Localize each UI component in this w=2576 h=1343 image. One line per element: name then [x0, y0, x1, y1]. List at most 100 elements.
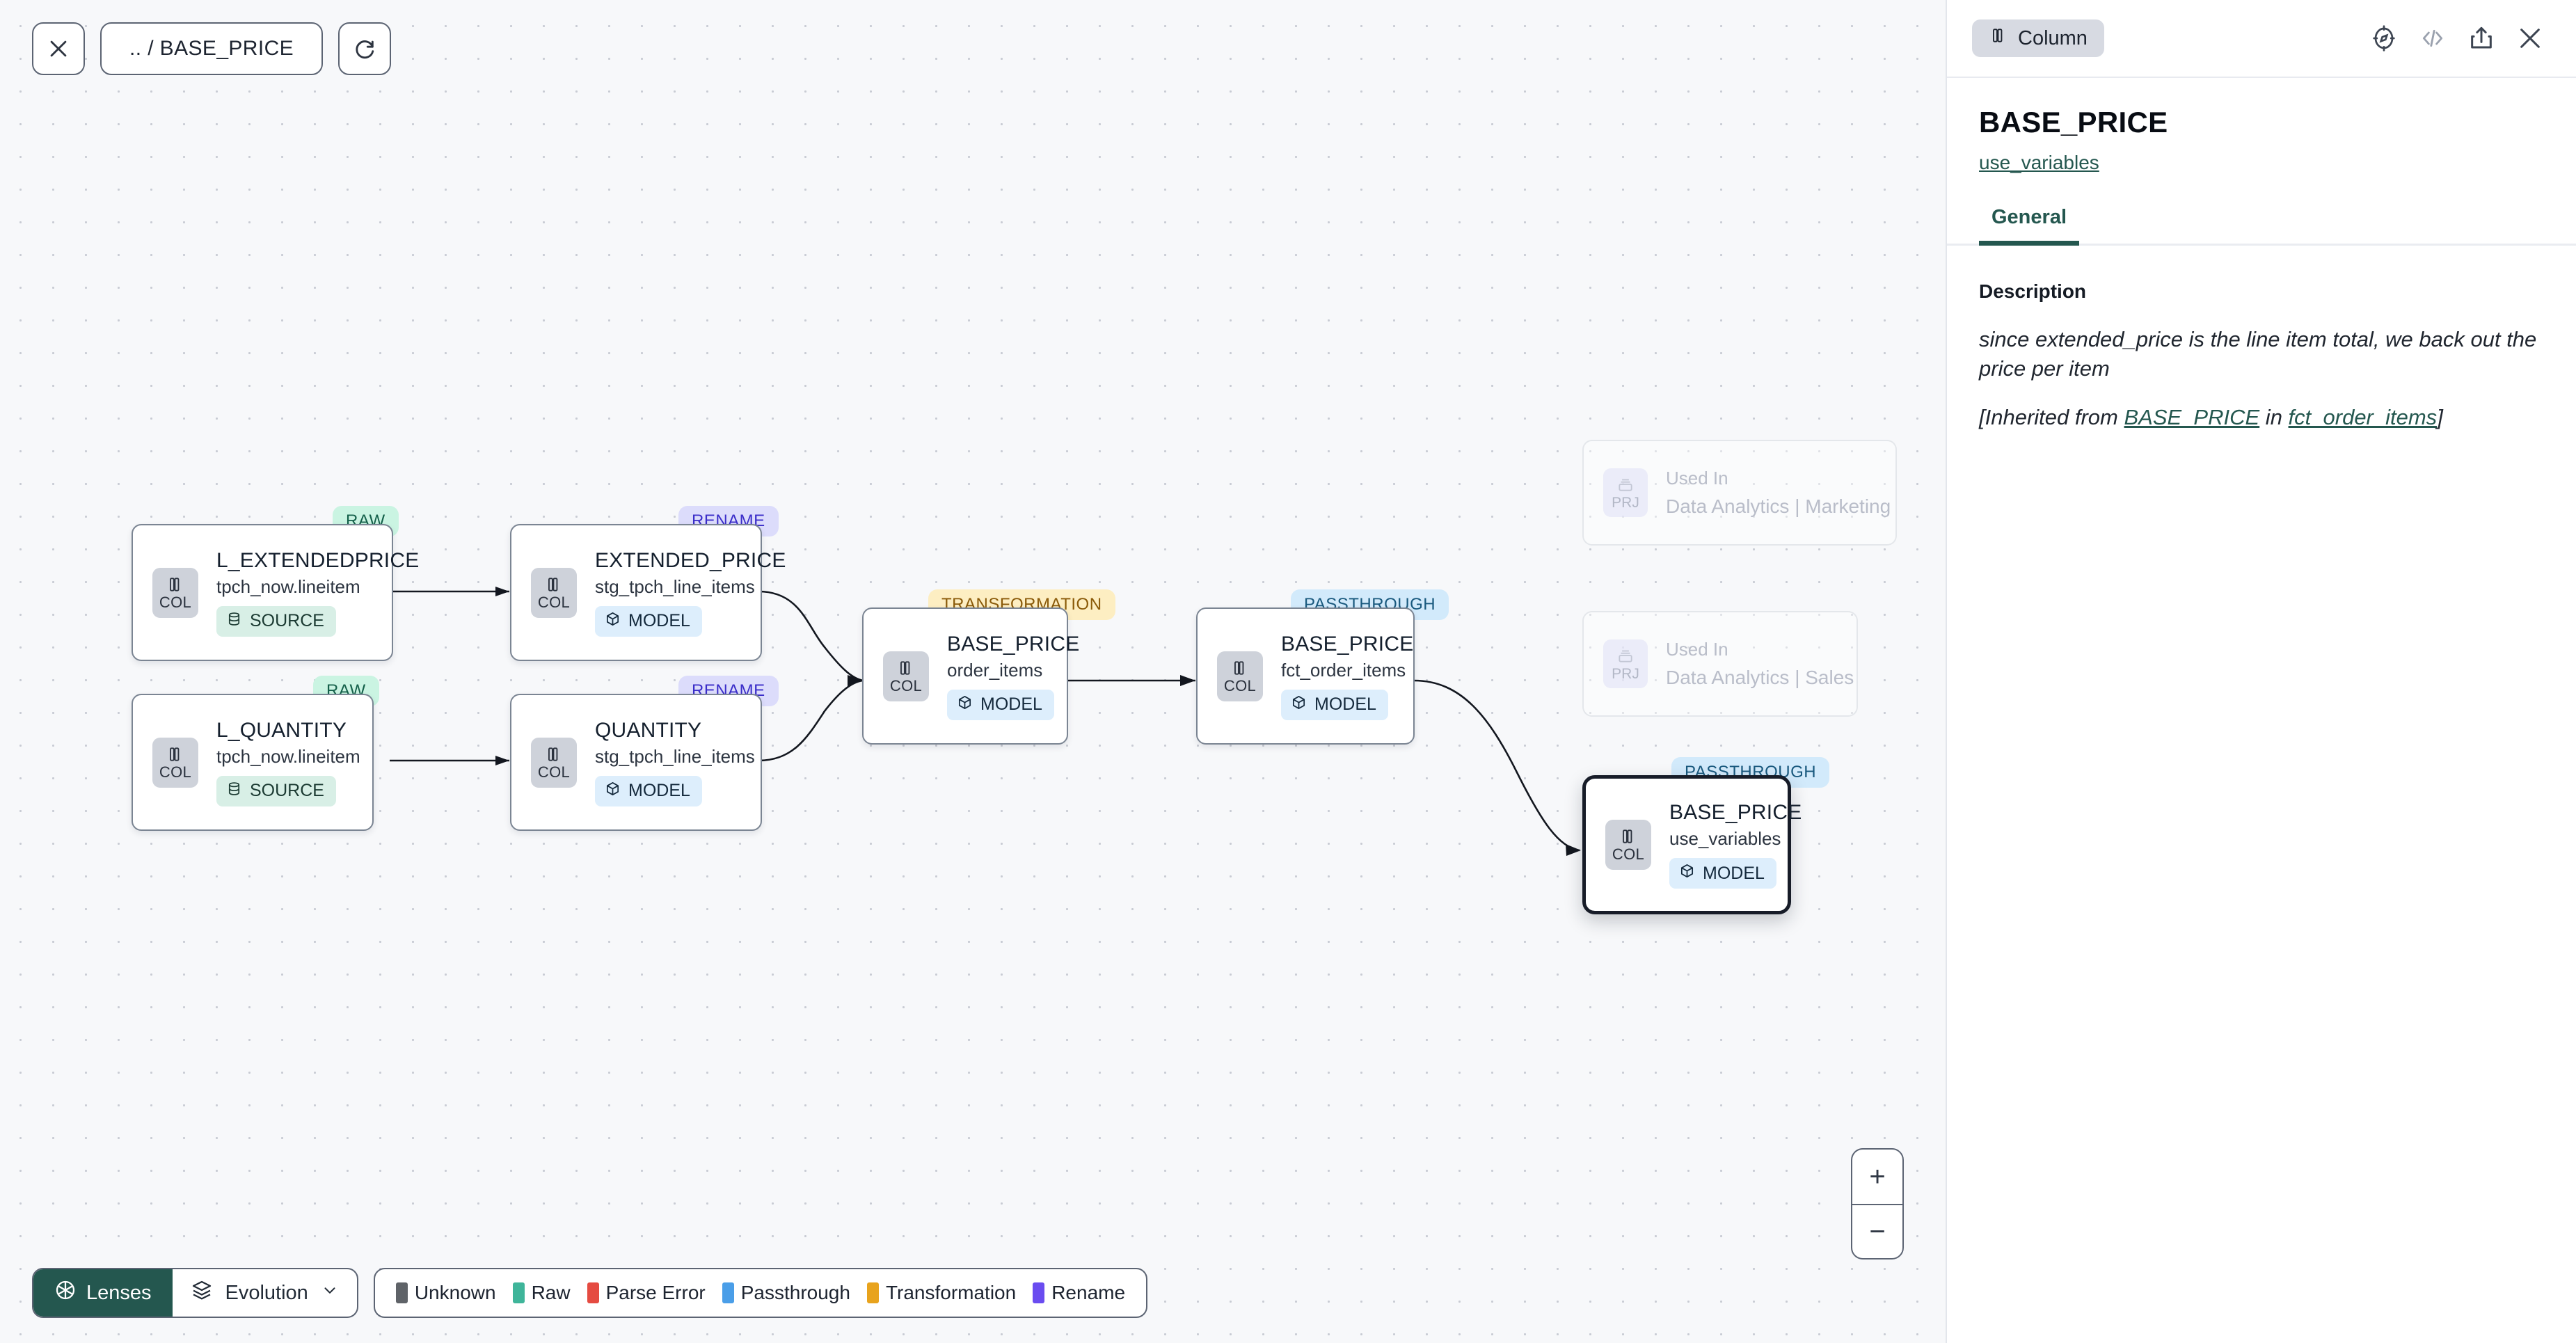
node-tag-label: MODEL: [628, 611, 690, 631]
legend-item[interactable]: Unknown: [396, 1282, 496, 1304]
legend-label: Passthrough: [741, 1282, 850, 1304]
ghost-used-in-label: Used In: [1666, 639, 1854, 660]
ghost-project-name: Data Analytics | Marketing: [1666, 495, 1891, 518]
lineage-legend: Unknown Raw Parse Error Passthrough Transfor…: [374, 1268, 1147, 1318]
evolution-dropdown[interactable]: Evolution: [173, 1269, 357, 1317]
ghost-icon-label: PRJ: [1612, 667, 1639, 681]
legend-item[interactable]: Transformation: [867, 1282, 1016, 1304]
node-tag-label: SOURCE: [250, 611, 324, 631]
inherited-note: [Inherited from BASE_PRICE in fct_order_…: [1979, 403, 2544, 432]
inherited-prefix: [Inherited from: [1979, 405, 2124, 429]
code-icon[interactable]: [2419, 24, 2447, 52]
legend-swatch: [587, 1282, 599, 1303]
lenses-group: Lenses Evolution: [32, 1268, 358, 1318]
ghost-used-in-label: Used In: [1666, 468, 1891, 489]
node-type-tag: SOURCE: [216, 606, 336, 637]
node-l-quantity[interactable]: COL L_QUANTITY tpch_now.lineitem SOURCE: [132, 694, 374, 831]
node-subtitle: stg_tpch_line_items: [595, 746, 755, 768]
canvas-toolbar: .. / BASE_PRICE: [32, 22, 391, 75]
breadcrumb[interactable]: .. / BASE_PRICE: [100, 22, 323, 75]
node-type-tag: MODEL: [1281, 690, 1388, 720]
close-icon: [47, 37, 70, 61]
close-button[interactable]: [32, 22, 85, 75]
node-subtitle: tpch_now.lineitem: [216, 746, 360, 768]
legend-label: Rename: [1051, 1282, 1125, 1304]
aperture-icon: [54, 1279, 77, 1307]
column-icon: COL: [152, 568, 198, 618]
zoom-in-button[interactable]: +: [1852, 1150, 1902, 1204]
panel-body: Description since extended_price is the …: [1947, 246, 2576, 432]
node-tag-label: MODEL: [628, 781, 690, 801]
parent-model-link[interactable]: use_variables: [1979, 152, 2099, 174]
inherited-column-link[interactable]: BASE_PRICE: [2124, 405, 2259, 429]
panel-tabs: General: [1947, 206, 2576, 246]
layers-icon: [191, 1279, 213, 1307]
lineage-canvas[interactable]: .. / BASE_PRICE PRJ Used In: [0, 0, 1946, 1343]
legend-item[interactable]: Parse Error: [587, 1282, 706, 1304]
node-icon-label: COL: [1612, 847, 1644, 862]
column-icon: COL: [1605, 820, 1651, 870]
refresh-icon: [353, 37, 376, 61]
node-tag-label: MODEL: [1703, 864, 1765, 884]
explore-icon[interactable]: [2370, 24, 2398, 52]
column-icon: COL: [883, 651, 929, 701]
entity-type-label: Column: [2018, 27, 2088, 50]
node-title: EXTENDED_PRICE: [595, 549, 786, 573]
refresh-button[interactable]: [338, 22, 391, 75]
panel-title-block: BASE_PRICE use_variables: [1947, 78, 2576, 174]
node-icon-label: COL: [538, 765, 570, 780]
node-base-price-order-items[interactable]: COL BASE_PRICE order_items MODEL: [862, 607, 1068, 745]
node-l-extendedprice[interactable]: COL L_EXTENDEDPRICE tpch_now.lineitem SO…: [132, 524, 393, 661]
tab-general[interactable]: General: [1979, 206, 2079, 246]
node-title: BASE_PRICE: [1281, 633, 1413, 656]
node-icon-label: COL: [1224, 678, 1256, 694]
zoom-controls: + −: [1851, 1148, 1904, 1259]
inherited-suffix: ]: [2437, 405, 2443, 429]
legend-item[interactable]: Raw: [513, 1282, 571, 1304]
node-tag-label: SOURCE: [250, 781, 324, 801]
database-icon: [226, 781, 242, 802]
close-icon[interactable]: [2516, 24, 2544, 52]
node-title: L_QUANTITY: [216, 719, 360, 742]
ghost-icon-label: PRJ: [1612, 495, 1639, 510]
node-quantity[interactable]: COL QUANTITY stg_tpch_line_items MODEL: [510, 694, 762, 831]
node-icon-label: COL: [159, 765, 191, 780]
node-subtitle: order_items: [947, 660, 1079, 681]
node-base-price-use-variables[interactable]: COL BASE_PRICE use_variables MODEL: [1582, 775, 1791, 914]
node-subtitle: tpch_now.lineitem: [216, 576, 419, 598]
column-icon: COL: [1217, 651, 1263, 701]
ghost-node-marketing[interactable]: PRJ Used In Data Analytics | Marketing: [1582, 440, 1897, 546]
node-extended-price[interactable]: COL EXTENDED_PRICE stg_tpch_line_items M…: [510, 524, 762, 661]
share-icon[interactable]: [2467, 24, 2495, 52]
legend-item[interactable]: Rename: [1033, 1282, 1125, 1304]
node-subtitle: stg_tpch_line_items: [595, 576, 786, 598]
evolution-label: Evolution: [225, 1282, 308, 1305]
cube-icon: [1291, 694, 1307, 715]
node-subtitle: use_variables: [1669, 828, 1802, 850]
node-type-tag: MODEL: [595, 776, 702, 806]
lenses-label: Lenses: [86, 1282, 152, 1305]
node-icon-label: COL: [538, 595, 570, 610]
ghost-node-sales[interactable]: PRJ Used In Data Analytics | Sales: [1582, 611, 1858, 717]
inherited-mid: in: [2259, 405, 2288, 429]
legend-item[interactable]: Passthrough: [722, 1282, 850, 1304]
column-icon: COL: [531, 568, 577, 618]
node-title: BASE_PRICE: [1669, 801, 1802, 825]
node-type-tag: SOURCE: [216, 776, 336, 806]
node-icon-label: COL: [159, 595, 191, 610]
cube-icon: [1679, 863, 1695, 884]
zoom-out-button[interactable]: −: [1852, 1204, 1902, 1258]
cube-icon: [605, 781, 621, 802]
node-base-price-fct-order-items[interactable]: COL BASE_PRICE fct_order_items MODEL: [1196, 607, 1415, 745]
lenses-button[interactable]: Lenses: [33, 1269, 173, 1317]
page-title: BASE_PRICE: [1979, 106, 2544, 139]
legend-swatch: [867, 1282, 879, 1303]
entity-type-chip[interactable]: Column: [1972, 19, 2104, 57]
column-icon: [1989, 26, 2008, 50]
description-label: Description: [1979, 280, 2544, 303]
node-title: QUANTITY: [595, 719, 755, 742]
legend-swatch: [513, 1282, 525, 1303]
panel-header: Column: [1947, 0, 2576, 78]
inherited-model-link[interactable]: fct_order_items: [2289, 405, 2438, 429]
legend-label: Parse Error: [606, 1282, 706, 1304]
